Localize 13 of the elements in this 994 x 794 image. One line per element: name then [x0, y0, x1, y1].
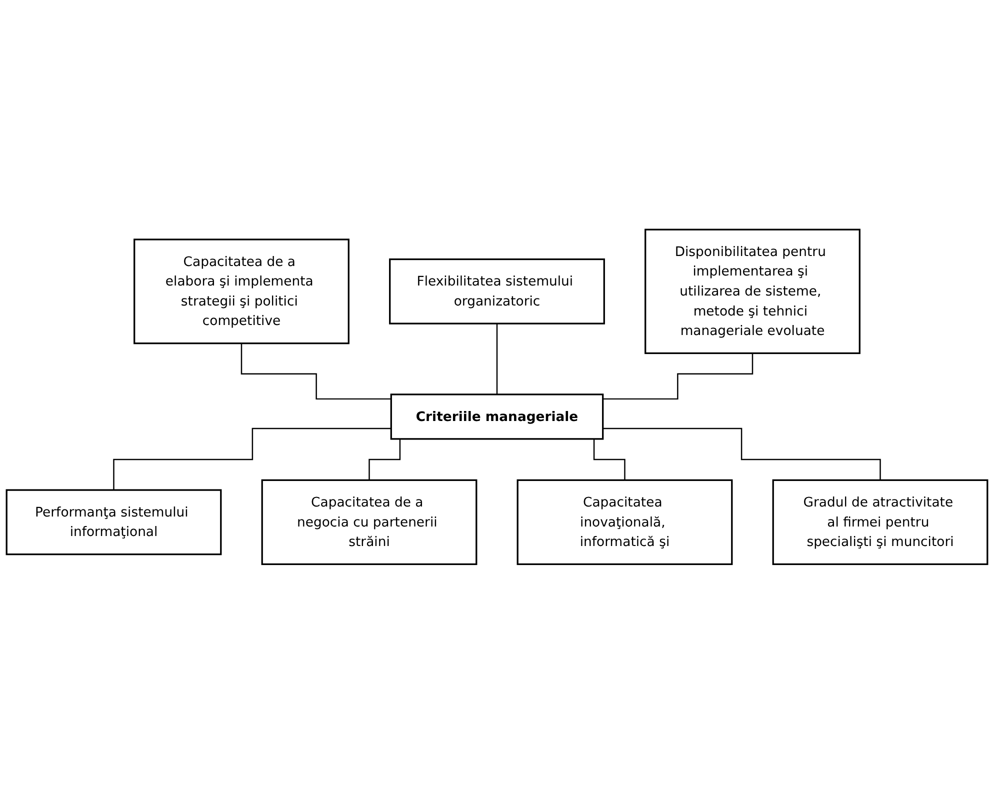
- node-box: Gradul de atractivitate al firmei pentru specialişti şi muncitori: [772, 479, 988, 566]
- connector: [113, 428, 392, 491]
- node-box: Performanţa sistemului informaţional: [6, 489, 222, 556]
- connector: [240, 342, 392, 400]
- connector: [496, 323, 498, 396]
- connector: [602, 352, 754, 400]
- connector: [602, 428, 881, 481]
- node-box: Criteriile manageriale: [390, 394, 604, 440]
- node-box: Capacitatea de a elabora şi implementa strategii şi politici competitive: [134, 238, 350, 344]
- node-box: Capacitatea inovaţională, informatică şi: [516, 479, 733, 566]
- node-box: Capacitatea de a negocia cu partenerii străini: [261, 479, 478, 566]
- node-box: Flexibilitatea sistemului organizatoric: [389, 258, 605, 324]
- node-box: Disponibilitatea pentru implementarea şi utilizarea de sisteme, metode şi tehnici manageriale evoluate: [644, 228, 860, 354]
